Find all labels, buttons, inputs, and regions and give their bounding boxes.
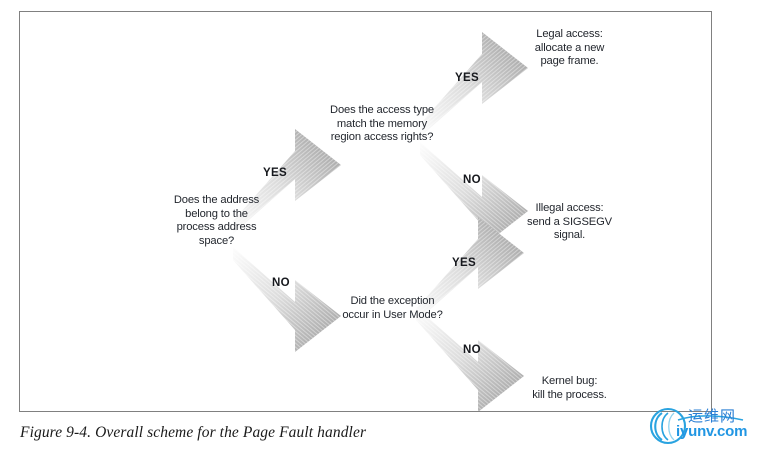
arrow-label-address-yes: YES bbox=[263, 167, 287, 179]
arrow-user-mode-yes bbox=[416, 217, 536, 322]
arrow-address-yes bbox=[233, 129, 353, 234]
watermark-swoosh-icon bbox=[649, 407, 744, 445]
arrow-user-mode-no bbox=[416, 307, 536, 411]
arrow-access-type-yes bbox=[420, 32, 540, 137]
watermark-domain-text: iyunv.com bbox=[676, 423, 748, 440]
node-legal-access-outcome: Legal access: allocate a new page frame. bbox=[534, 28, 605, 68]
node-address-question: Does the address belong to the process a… bbox=[173, 194, 260, 247]
figure-caption: Figure 9-4. Overall scheme for the Page … bbox=[20, 424, 367, 441]
arrow-label-user-mode-no: NO bbox=[463, 344, 481, 356]
node-access-type-question: Does the access type match the memory re… bbox=[330, 104, 434, 144]
arrow-access-type-no bbox=[420, 142, 540, 247]
arrow-label-access-type-no: NO bbox=[463, 174, 481, 186]
watermark: 运维网 iyunv.com bbox=[648, 404, 758, 450]
node-illegal-access-outcome: Illegal access: send a SIGSEGV signal. bbox=[527, 202, 612, 242]
node-user-mode-question: Did the exception occur in User Mode? bbox=[342, 295, 443, 321]
figure-frame: YES NO bbox=[19, 11, 712, 412]
arrow-address-no bbox=[233, 247, 353, 352]
arrow-label-access-type-yes: YES bbox=[455, 72, 479, 84]
watermark-chinese-text: 运维网 bbox=[688, 407, 737, 425]
arrow-label-user-mode-yes: YES bbox=[452, 257, 476, 269]
arrow-label-address-no: NO bbox=[272, 277, 290, 289]
node-kernel-bug-outcome: Kernel bug: kill the process. bbox=[532, 375, 607, 401]
